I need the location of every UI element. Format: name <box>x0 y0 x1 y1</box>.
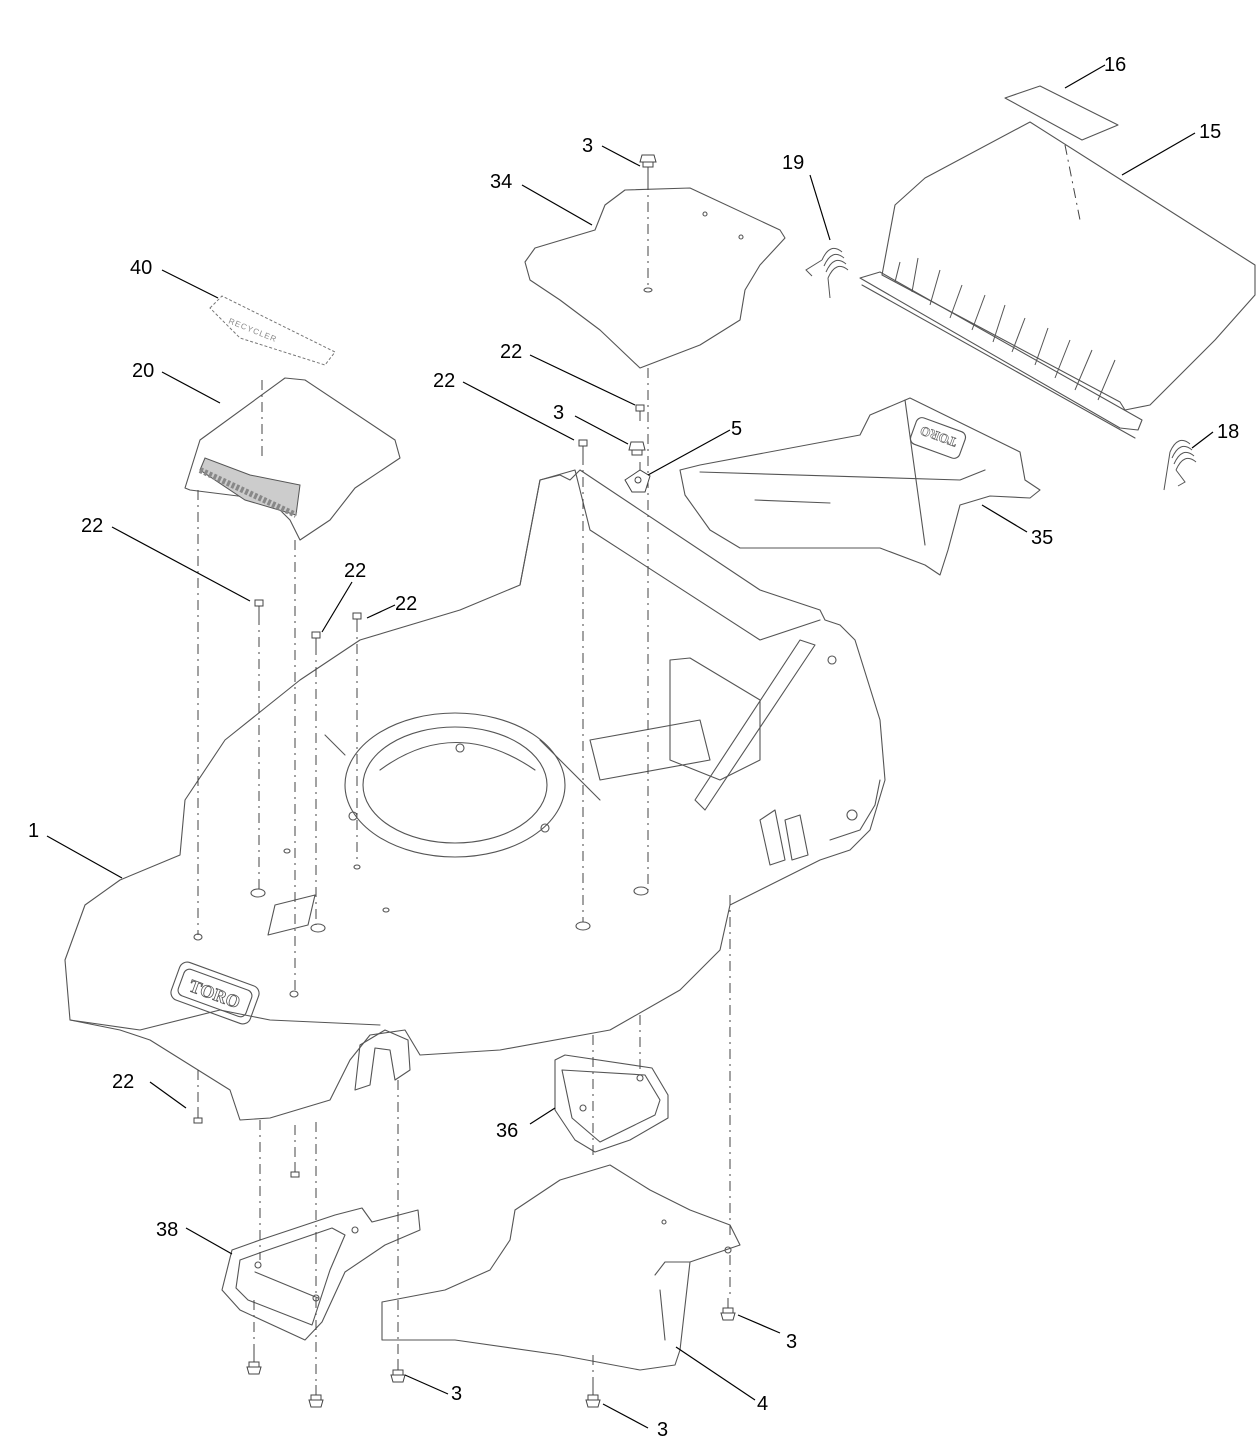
callout-3-bottom-left: 3 <box>451 1383 462 1405</box>
screw-22 <box>254 599 264 618</box>
bolt-3 <box>720 1298 736 1321</box>
callout-20: 20 <box>132 360 154 382</box>
bolt-3 <box>390 1360 406 1383</box>
callout-3-bottom-center: 3 <box>657 1419 668 1441</box>
callout-3-right: 3 <box>786 1331 797 1353</box>
screw-22 <box>290 1162 300 1178</box>
bolt-3 <box>308 1385 324 1408</box>
callout-16: 16 <box>1104 54 1126 76</box>
callout-3-top: 3 <box>582 135 593 157</box>
callout-36: 36 <box>496 1120 518 1142</box>
part-35-chute: TORO <box>679 397 1041 576</box>
part-15-rear-flap <box>859 121 1256 439</box>
part-38-guard <box>221 1207 421 1341</box>
fasteners <box>193 154 736 1408</box>
bolt-3 <box>246 1352 262 1375</box>
part-20-cover <box>184 377 401 541</box>
callout-22-b: 22 <box>344 560 366 582</box>
part-19-spring <box>805 247 849 299</box>
callout-18: 18 <box>1217 421 1239 443</box>
part-40-decal: RECYCLER <box>209 295 336 366</box>
part-18-spring <box>1163 439 1197 491</box>
callout-5: 5 <box>731 418 742 440</box>
screw-22 <box>578 439 588 458</box>
callout-40: 40 <box>130 257 152 279</box>
screw-22 <box>311 631 321 650</box>
washer-5 <box>624 469 651 493</box>
callout-22-e: 22 <box>433 370 455 392</box>
callout-labels: 1 3 3 3 3 3 4 5 15 16 18 19 20 22 22 22 … <box>28 54 1239 1441</box>
part-1-deck: TORO <box>64 469 886 1121</box>
screw-22 <box>635 404 645 421</box>
screw-22 <box>352 612 362 631</box>
part-16-decal <box>1004 85 1119 141</box>
assembly-axes <box>197 144 1081 1385</box>
screw-22 <box>193 1108 203 1124</box>
callout-22-f: 22 <box>112 1071 134 1093</box>
callout-1: 1 <box>28 820 39 842</box>
flap-ribs <box>894 257 1116 401</box>
callout-15: 15 <box>1199 121 1221 143</box>
callout-22-d: 22 <box>500 341 522 363</box>
callout-38: 38 <box>156 1219 178 1241</box>
bolt-3 <box>585 1385 601 1408</box>
callout-4: 4 <box>757 1393 768 1415</box>
callout-35: 35 <box>1031 527 1053 549</box>
part-4-baffle <box>381 1164 741 1371</box>
part-34-plate <box>524 187 786 369</box>
callout-34: 34 <box>490 171 512 193</box>
callout-22-c: 22 <box>395 593 417 615</box>
leader-lines <box>46 64 1214 1429</box>
bolt-3 <box>628 441 646 456</box>
bolt-3 <box>639 154 657 180</box>
callout-3-mid: 3 <box>553 402 564 424</box>
callout-22-a: 22 <box>81 515 103 537</box>
part-36-plate <box>554 1054 669 1153</box>
callout-19: 19 <box>782 152 804 174</box>
